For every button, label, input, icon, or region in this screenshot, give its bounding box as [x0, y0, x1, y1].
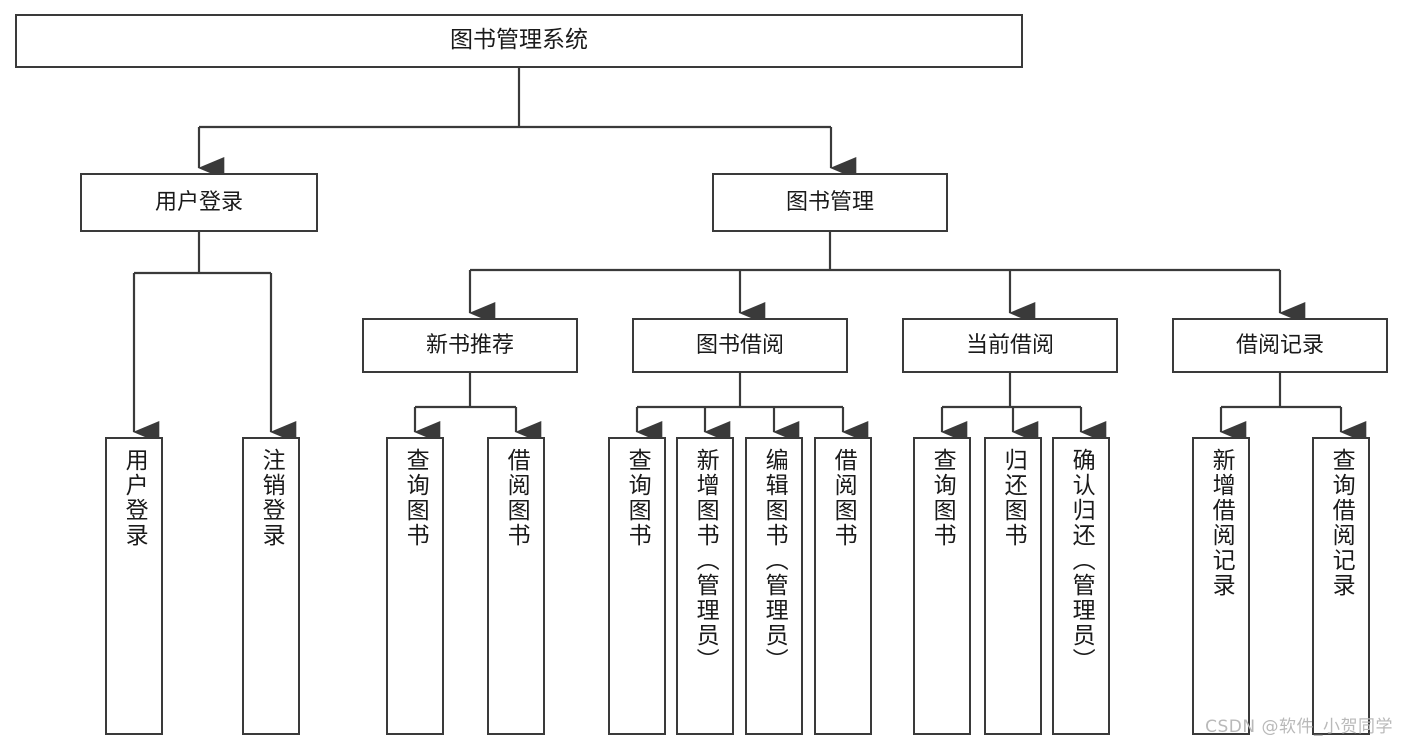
node-leaf-label: 归还图书: [1000, 448, 1027, 548]
node-leaf-label: 新增图书（管理员）: [692, 448, 719, 673]
node-leaf-label: 借阅图书: [503, 448, 530, 548]
node-borrow-record[interactable]: 借阅记录: [1172, 318, 1388, 373]
node-leaf-label: 编辑图书（管理员）: [761, 448, 788, 673]
node-leaf-label: 注销登录: [258, 448, 285, 548]
node-leaf-query-book-borrow[interactable]: 查询图书: [608, 437, 666, 735]
node-leaf-return-book[interactable]: 归还图书: [984, 437, 1042, 735]
csdn-watermark: CSDN @软件_小贺同学: [1205, 717, 1393, 737]
node-current-borrow[interactable]: 当前借阅: [902, 318, 1118, 373]
node-current-borrow-label: 当前借阅: [965, 332, 1054, 358]
node-book-borrow-label: 图书借阅: [695, 332, 784, 358]
node-leaf-label: 新增借阅记录: [1208, 448, 1235, 598]
node-leaf-label: 确认归还（管理员）: [1068, 448, 1095, 673]
node-leaf-user-logout[interactable]: 注销登录: [242, 437, 300, 735]
node-new-book-rec-label: 新书推荐: [425, 332, 514, 358]
node-leaf-confirm-return-admin[interactable]: 确认归还（管理员）: [1052, 437, 1110, 735]
node-leaf-label: 查询借阅记录: [1328, 448, 1355, 598]
node-leaf-edit-book-admin[interactable]: 编辑图书（管理员）: [745, 437, 803, 735]
node-leaf-label: 借阅图书: [830, 448, 857, 548]
node-user-login-label: 用户登录: [154, 189, 243, 215]
node-root-label: 图书管理系统: [450, 27, 588, 54]
node-book-borrow[interactable]: 图书借阅: [632, 318, 848, 373]
node-leaf-add-borrow-record[interactable]: 新增借阅记录: [1192, 437, 1250, 735]
node-leaf-query-book-cur[interactable]: 查询图书: [913, 437, 971, 735]
node-leaf-borrow-book[interactable]: 借阅图书: [814, 437, 872, 735]
node-new-book-rec[interactable]: 新书推荐: [362, 318, 578, 373]
node-leaf-label: 用户登录: [121, 448, 148, 548]
node-leaf-user-login[interactable]: 用户登录: [105, 437, 163, 735]
node-user-login[interactable]: 用户登录: [80, 173, 318, 232]
node-leaf-add-book-admin[interactable]: 新增图书（管理员）: [676, 437, 734, 735]
node-leaf-query-book-rec[interactable]: 查询图书: [386, 437, 444, 735]
node-leaf-label: 查询图书: [624, 448, 651, 548]
node-book-manage[interactable]: 图书管理: [712, 173, 948, 232]
node-book-manage-label: 图书管理: [785, 189, 874, 215]
node-leaf-label: 查询图书: [402, 448, 429, 548]
node-leaf-label: 查询图书: [929, 448, 956, 548]
node-borrow-record-label: 借阅记录: [1235, 332, 1324, 358]
node-leaf-borrow-book-rec[interactable]: 借阅图书: [487, 437, 545, 735]
node-leaf-query-borrow-record[interactable]: 查询借阅记录: [1312, 437, 1370, 735]
node-root[interactable]: 图书管理系统: [15, 14, 1023, 68]
